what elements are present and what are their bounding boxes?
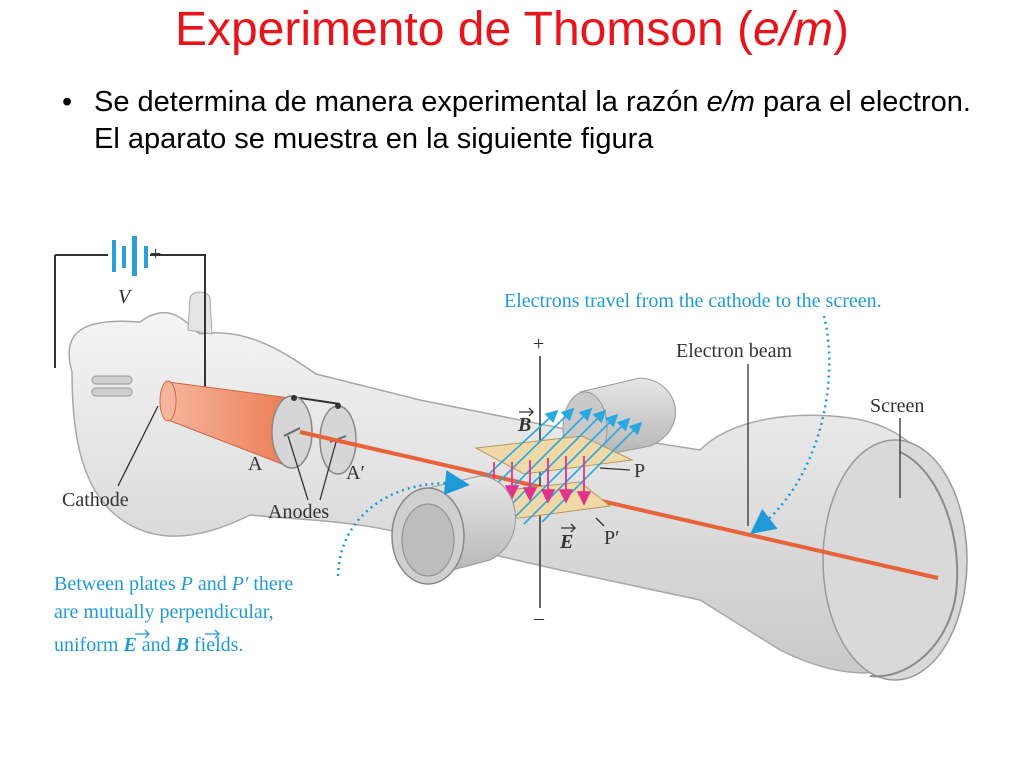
tube-pins: [91, 375, 133, 385]
tube-neck: [187, 291, 213, 335]
anode-a-prime-label: A′: [346, 462, 365, 484]
travel-pointer-arrow: [750, 315, 831, 535]
svg-text:B: B: [517, 414, 531, 436]
plate-p-prime-label: P′: [604, 527, 620, 549]
minus-sign-label: –: [533, 607, 545, 629]
bullet-dot: •: [62, 86, 73, 118]
screen-label: Screen: [870, 395, 924, 417]
electron-beam-label: Electron beam: [676, 340, 792, 362]
plate-p: [474, 435, 634, 475]
fields-pointer-arrow: [336, 470, 470, 577]
travel-note-label: Electrons travel from the cathode to the…: [504, 290, 882, 312]
anodes-label: Anodes: [268, 501, 329, 523]
battery: [112, 236, 148, 276]
circuit-wire: [54, 254, 341, 424]
between-plates-line1: Between plates P and P′ there: [54, 573, 293, 595]
b-field-label: B: [517, 407, 534, 436]
battery-v-label: V: [118, 286, 133, 308]
plate-p-label: P: [634, 460, 645, 482]
between-plates-line3: uniform E and B fields.: [54, 634, 243, 656]
svg-text:E: E: [559, 531, 573, 553]
anode-a-label: A: [248, 453, 263, 475]
screen-face: [822, 439, 968, 681]
cathode-label: Cathode: [62, 489, 129, 511]
between-plates-line2: are mutually perpendicular,: [54, 601, 274, 623]
slide-title: Experimento de Thomson (e/m): [174, 3, 850, 56]
electron-beam-line: [299, 430, 939, 580]
e-field-label: E: [559, 523, 576, 553]
battery-plus-label: +: [150, 243, 161, 265]
plus-sign-label: +: [533, 333, 544, 355]
